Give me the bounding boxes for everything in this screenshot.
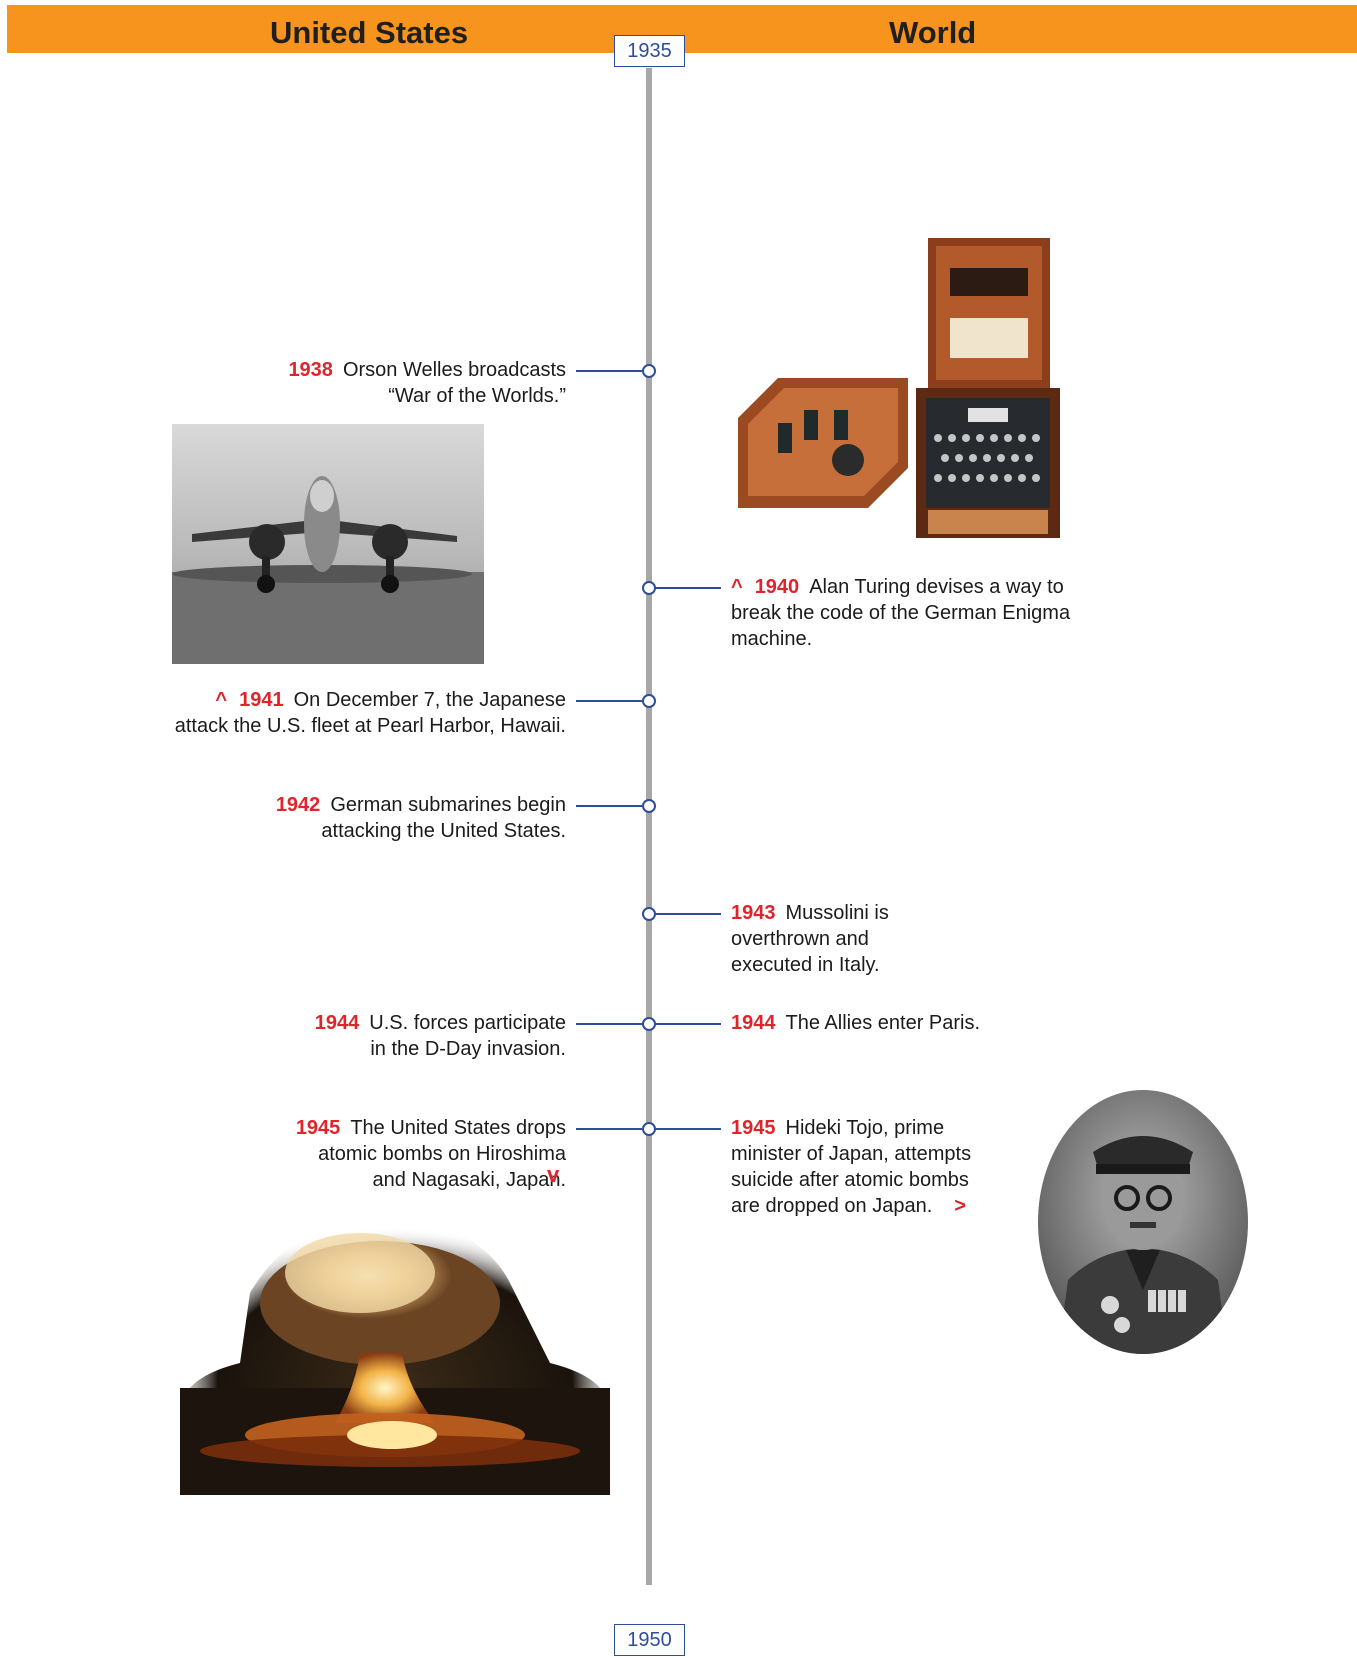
enigma-machine-photo [738, 238, 1090, 538]
caret-down-icon: v [547, 1162, 560, 1187]
mushroom-cloud-photo [180, 1213, 610, 1495]
event-text: German submarines begin [330, 794, 566, 816]
event-year: 1938 [288, 359, 333, 381]
start-year-label: 1935 [614, 35, 685, 67]
event-text: “War of the Worlds.” [388, 385, 566, 407]
event-text: Hideki Tojo, prime [785, 1117, 945, 1139]
timeline-node-1938[interactable] [642, 364, 656, 378]
hideki-tojo-portrait [1038, 1090, 1248, 1354]
event-text: atomic bombs on Hiroshima [318, 1143, 566, 1165]
event-text: Orson Welles broadcasts [342, 359, 566, 381]
event-text: break the code of the German Enigma [731, 602, 1071, 624]
connector-world-1944 [655, 1023, 721, 1025]
timeline-node-1940[interactable] [642, 581, 656, 595]
event-text: minister of Japan, attempts [731, 1143, 972, 1165]
event-text: The Allies enter Paris. [785, 1012, 981, 1034]
world-column-title: World [889, 15, 977, 50]
event-text: in the D-Day invasion. [370, 1038, 566, 1060]
airplane-photo [172, 424, 484, 664]
timeline-node-1945[interactable] [642, 1122, 656, 1136]
event-us-1941: ^ 1941 On December 7, the Japanese attack … [175, 687, 566, 739]
event-year: 1941 [239, 689, 284, 711]
timeline-node-1942[interactable] [642, 799, 656, 813]
timeline-spine [646, 68, 652, 1585]
event-text: executed in Italy. [731, 954, 880, 976]
event-year: 1945 [295, 1117, 341, 1139]
event-us-1945: 1945 The United States drops atomic bombs… [296, 1115, 566, 1193]
event-world-1945: 1945 Hideki Tojo, prime minister of Japan… [731, 1115, 971, 1219]
event-world-1943: 1943 Mussolini is overthrown and executed… [731, 900, 889, 978]
end-year-label: 1950 [614, 1624, 685, 1656]
caret-up-icon: ^ [731, 576, 743, 598]
event-text: machine. [731, 628, 813, 650]
event-text: Mussolini is [785, 902, 889, 924]
connector-us-1944 [576, 1023, 642, 1025]
event-text: are dropped on Japan. [731, 1195, 933, 1217]
connector-us-1941 [576, 700, 642, 702]
united-states-column-title: United States [270, 15, 469, 50]
connector-us-1938 [576, 370, 642, 372]
event-text: The United States drops [350, 1117, 566, 1139]
connector-us-1945 [576, 1128, 642, 1130]
timeline-node-1941[interactable] [642, 694, 656, 708]
caret-right-icon: > [954, 1195, 966, 1217]
caret-up-icon: ^ [215, 689, 228, 711]
event-world-1944: 1944 The Allies enter Paris. [731, 1010, 980, 1036]
event-text: U.S. forces participate [369, 1012, 566, 1034]
connector-us-1942 [576, 805, 642, 807]
event-year: 1940 [754, 576, 800, 598]
event-text: and Nagasaki, Japan. [372, 1169, 566, 1191]
event-year: 1942 [275, 794, 321, 816]
event-year: 1944 [314, 1012, 360, 1034]
event-text: attack the U.S. fleet at Pearl Harbor, H… [174, 715, 566, 737]
event-us-1942: 1942 German submarines begin attacking th… [276, 792, 566, 844]
event-text: overthrown and [731, 928, 869, 950]
event-text: On December 7, the Japanese [293, 689, 566, 711]
event-year: 1944 [731, 1012, 776, 1034]
event-text: Alan Turing devises a way to [809, 576, 1064, 598]
event-year: 1943 [731, 902, 776, 924]
event-us-1944: 1944 U.S. forces participate in the D-Day… [315, 1010, 566, 1062]
timeline-node-1944[interactable] [642, 1017, 656, 1031]
connector-world-1943 [655, 913, 721, 915]
connector-world-1945 [655, 1128, 721, 1130]
timeline-node-1943[interactable] [642, 907, 656, 921]
event-text: attacking the United States. [321, 820, 566, 842]
event-text: suicide after atomic bombs [731, 1169, 969, 1191]
event-world-1940: ^ 1940 Alan Turing devises a way to break … [731, 574, 1070, 652]
event-us-1938: 1938 Orson Welles broadcasts “War of the … [288, 357, 566, 409]
event-year: 1945 [731, 1117, 776, 1139]
connector-world-1940 [655, 587, 721, 589]
